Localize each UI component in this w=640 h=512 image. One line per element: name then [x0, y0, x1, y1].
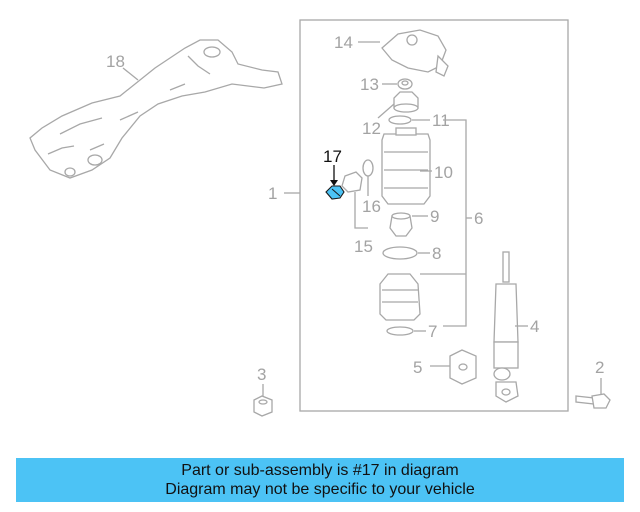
callout-6[interactable]: 6	[474, 209, 483, 228]
bump-stop-part-9[interactable]	[389, 212, 413, 237]
subframe-part-18[interactable]	[29, 39, 283, 179]
shock-absorber-part-4[interactable]	[493, 251, 519, 403]
nut-part-13[interactable]	[397, 78, 413, 90]
seal-part-16[interactable]	[362, 159, 374, 177]
highlighted-part-17[interactable]	[325, 185, 345, 200]
callout-16[interactable]: 16	[362, 197, 381, 216]
callout-9[interactable]: 9	[430, 207, 439, 226]
bearing-part-12[interactable]	[393, 91, 419, 113]
banner-line-2: Diagram may not be specific to your vehi…	[165, 481, 475, 498]
banner-line-1: Part or sub-assembly is #17 in diagram	[181, 462, 459, 479]
ring-part-11[interactable]	[388, 115, 412, 125]
assembly-box	[299, 19, 569, 412]
callout-8[interactable]: 8	[432, 244, 441, 263]
valve-part-15[interactable]	[341, 171, 363, 193]
callout-3[interactable]: 3	[257, 365, 266, 384]
callout-2[interactable]: 2	[595, 358, 604, 377]
callout-12[interactable]: 12	[362, 119, 381, 138]
bracket-part-5[interactable]	[449, 349, 477, 385]
top-mount-part-14[interactable]	[381, 29, 449, 77]
callout-13[interactable]: 13	[360, 75, 379, 94]
ring-part-8[interactable]	[382, 246, 418, 260]
parts-diagram: 18 1 14 13 12 11 10 16 15	[29, 19, 611, 417]
bolt-part-2[interactable]	[575, 393, 611, 409]
dust-boot-part-7[interactable]	[379, 273, 421, 321]
callout-11[interactable]: 11	[432, 111, 450, 130]
callout-15[interactable]: 15	[354, 237, 373, 256]
callout-5[interactable]: 5	[413, 358, 422, 377]
callout-17[interactable]: 17	[323, 147, 342, 166]
air-spring-part-10[interactable]	[381, 127, 431, 205]
info-banner: Part or sub-assembly is #17 in diagram D…	[16, 458, 624, 502]
ring-part-7[interactable]	[386, 326, 414, 336]
callout-1[interactable]: 1	[268, 184, 277, 203]
callout-4[interactable]: 4	[530, 317, 539, 336]
callout-14[interactable]: 14	[334, 33, 353, 52]
callout-7[interactable]: 7	[428, 322, 437, 341]
callout-10[interactable]: 10	[434, 163, 453, 182]
callout-18[interactable]: 18	[106, 52, 125, 71]
nut-part-3[interactable]	[253, 395, 273, 417]
